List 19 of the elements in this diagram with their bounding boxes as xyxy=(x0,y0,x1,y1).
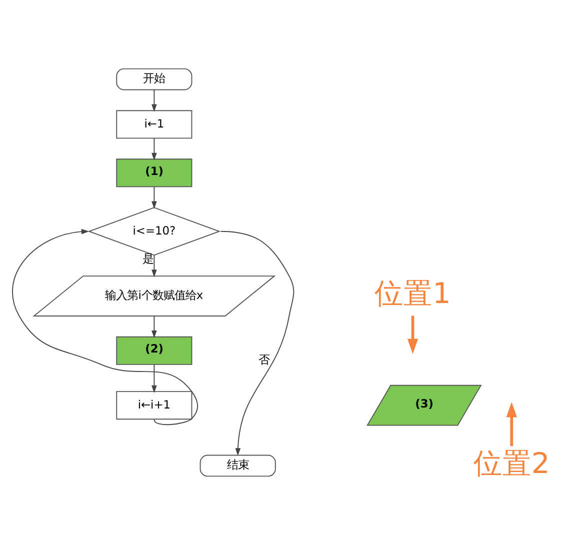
arrow xyxy=(152,315,157,338)
arrow xyxy=(152,137,157,160)
arrow xyxy=(152,88,157,112)
node-text: 位置2 xyxy=(474,446,550,480)
arrow xyxy=(407,315,418,354)
arrow xyxy=(152,364,157,392)
node-text: 位置1 xyxy=(374,276,451,310)
arrow xyxy=(12,228,198,425)
node-box: i←i+1 xyxy=(116,390,192,420)
arrow xyxy=(152,186,157,208)
node-box: 开始 xyxy=(116,68,192,90)
node-box: 结束 xyxy=(200,454,276,476)
arrow xyxy=(220,230,294,456)
arrow xyxy=(506,402,517,446)
node-box: (2) xyxy=(116,336,192,364)
edge-label: 否 xyxy=(258,352,270,366)
node-box: i←1 xyxy=(116,110,192,138)
node-box: (1) xyxy=(116,158,192,187)
arrow xyxy=(152,254,157,277)
